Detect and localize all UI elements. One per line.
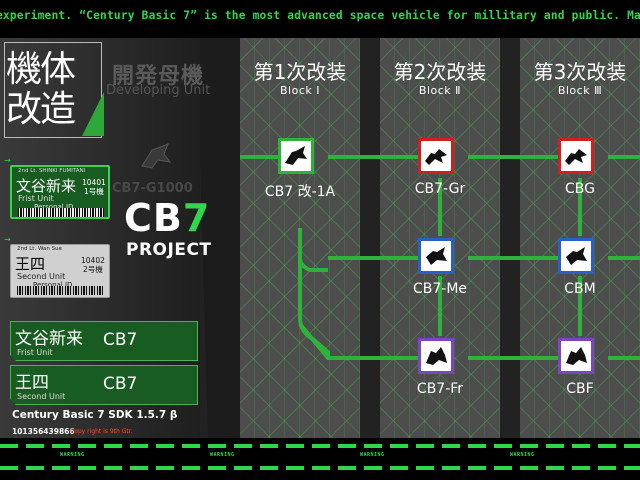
warning-labels: WARNING WARNING WARNING WARNING	[0, 452, 640, 464]
pilot-name: 文谷新来	[15, 329, 83, 349]
title-frame	[4, 42, 102, 138]
connector	[468, 356, 558, 360]
ship-silhouette-icon	[141, 143, 172, 169]
pilot-unit: Second Unit	[17, 392, 66, 401]
unit-number: 10401	[82, 178, 106, 187]
ship-icon	[426, 247, 447, 265]
upgrade-node-cbm[interactable]	[558, 238, 594, 274]
column-header-block-1: 第1次改装 Block Ⅰ	[240, 56, 360, 97]
ghost-unit-code: CB7-G1000	[112, 181, 193, 196]
upgrade-node-cb7-gr[interactable]	[418, 138, 454, 174]
column-title: 第2次改装	[393, 60, 487, 84]
column-title: 第3次改装	[533, 60, 627, 84]
arrow-icon: →	[4, 156, 11, 165]
node-label: CB7-Gr	[414, 181, 466, 197]
sdk-version: Century Basic 7 SDK 1.5.7 β	[12, 409, 178, 421]
warning-label: WARNING	[210, 452, 235, 458]
pilot-slot[interactable]: 王四 Second Unit CB7	[10, 365, 198, 405]
pilot-unit: Frist Unit	[17, 348, 53, 357]
developing-unit-subtitle: Developing Unit	[106, 83, 211, 98]
node-label: CBG	[565, 181, 595, 197]
pilot-mech: CB7	[103, 374, 138, 394]
unit-machine: 1号機	[84, 187, 104, 196]
upgrade-node-cbg[interactable]	[558, 138, 594, 174]
connector	[328, 155, 418, 159]
warning-label: WARNING	[60, 452, 85, 458]
barcode	[18, 208, 104, 217]
column-subtitle: Block Ⅲ	[557, 84, 603, 97]
pilot-name: 王四	[15, 255, 46, 273]
ship-icon	[565, 149, 587, 165]
ship-icon	[285, 146, 307, 165]
branch-curve	[298, 228, 418, 360]
arrow-icon: →	[4, 235, 11, 244]
pilot-rank: 2nd Lt. Wan Sue	[17, 246, 62, 252]
column-subtitle: Block Ⅱ	[418, 84, 462, 97]
connector	[608, 356, 640, 360]
column-subtitle: Block Ⅰ	[280, 84, 320, 97]
connector	[328, 256, 418, 260]
pilot-unit: Frist Unit	[18, 194, 54, 203]
personal-id-label: Personal ID	[34, 203, 74, 211]
upgrade-node-cbf[interactable]	[558, 338, 594, 374]
logo-number: 7	[182, 196, 211, 240]
column-header-block-3: 第3次改装 Block Ⅲ	[520, 56, 640, 97]
news-ticker: experiment. “Century Basic 7” is the mos…	[0, 0, 640, 38]
screen-title: 機体改造	[6, 49, 76, 130]
node-label: CB7 改-1A	[264, 184, 336, 200]
personal-id-label: Personal ID	[33, 281, 73, 289]
warning-stripe	[0, 466, 640, 470]
project-label: PROJECT	[126, 240, 212, 260]
pilot-name: 文谷新来	[16, 177, 77, 195]
unit-machine: 2号機	[83, 265, 103, 274]
connector	[578, 178, 582, 236]
node-label: CBM	[564, 281, 596, 297]
pilot-rank: 2nd Lt. SHINKI FUMITANI	[18, 168, 86, 174]
warning-stripe	[0, 444, 640, 448]
connector	[608, 256, 640, 260]
ship-icon	[426, 347, 447, 365]
connector	[468, 155, 558, 159]
connector	[578, 276, 582, 336]
warning-bar: WARNING WARNING WARNING WARNING	[0, 438, 640, 480]
upgrade-node-cb7-fr[interactable]	[418, 338, 454, 374]
node-label: CB7-Me	[412, 281, 468, 297]
warning-label: WARNING	[510, 452, 535, 458]
unit-number: 10402	[81, 256, 105, 265]
node-label: CBF	[566, 381, 594, 397]
connector	[608, 155, 640, 159]
upgrade-node-cb7-kai-1a[interactable]	[278, 138, 314, 174]
pilot-mech: CB7	[103, 330, 138, 350]
upgrade-node-cb7-me[interactable]	[418, 238, 454, 274]
ticker-text: experiment. “Century Basic 7” is the mos…	[0, 9, 640, 22]
warning-label: WARNING	[360, 452, 385, 458]
copyright: Copy right is 9th Gtr.	[70, 428, 133, 435]
pilot-name: 王四	[15, 373, 49, 393]
cb7-logo: CB7	[124, 198, 210, 238]
ship-icon	[425, 149, 447, 165]
connector	[438, 178, 442, 236]
connector	[438, 276, 442, 336]
node-label: CB7-Fr	[416, 381, 464, 397]
connector	[468, 256, 558, 260]
column-title: 第1次改装	[253, 60, 347, 84]
ship-icon	[566, 347, 587, 365]
panel-slant	[200, 38, 240, 438]
column-header-block-2: 第2次改装 Block Ⅱ	[380, 56, 500, 97]
ship-icon	[566, 247, 587, 265]
logo-letters: CB	[124, 196, 183, 240]
serial-number: 101356439866	[12, 427, 75, 436]
barcode	[17, 286, 103, 295]
pilot-unit: Second Unit	[17, 272, 66, 281]
developing-unit-title: 開発母機	[112, 64, 205, 89]
pilot-slot[interactable]: 文谷新来 Frist Unit CB7	[10, 321, 198, 361]
